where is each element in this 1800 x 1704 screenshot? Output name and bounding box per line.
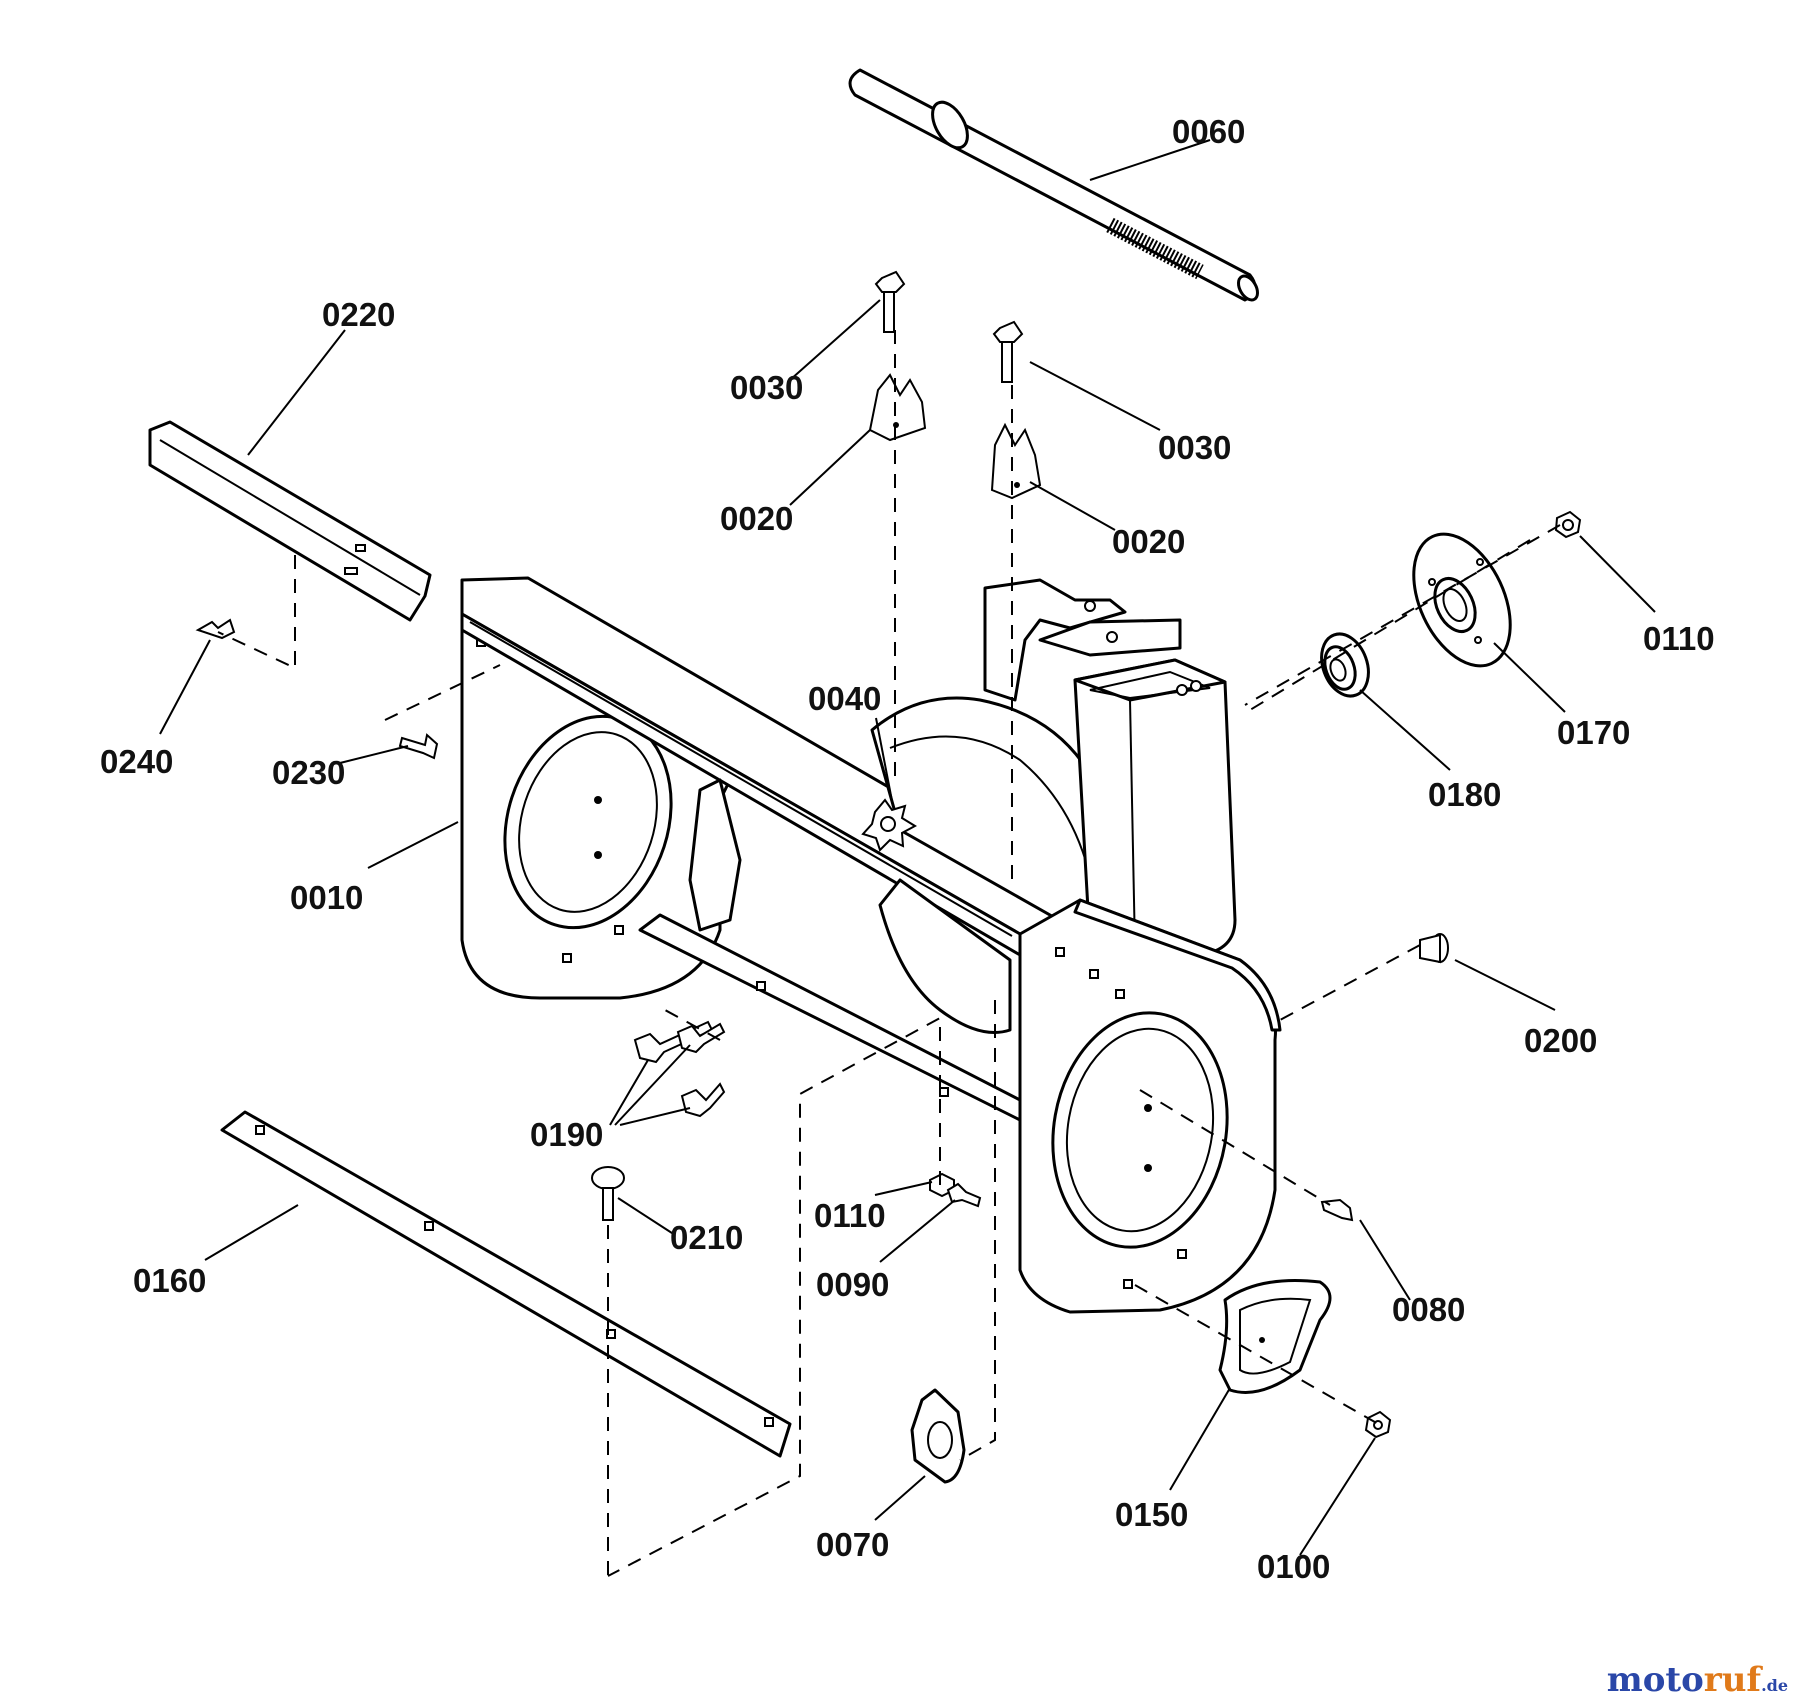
label-0220: 0220	[322, 296, 395, 333]
part-labels: 0060 0220 0030 0030 0020 0020 0110 0170 …	[100, 113, 1715, 1585]
label-0060: 0060	[1172, 113, 1245, 150]
chute-crank-shaft	[848, 68, 1259, 302]
label-0020-right: 0020	[1112, 523, 1185, 560]
label-0150: 0150	[1115, 1496, 1188, 1533]
skid-0070	[910, 1388, 966, 1484]
label-0110-top: 0110	[1643, 620, 1715, 657]
nut-0110-top	[1554, 510, 1582, 539]
auger-drum	[688, 696, 1132, 1034]
label-0170: 0170	[1557, 714, 1630, 751]
chute-base	[983, 578, 1237, 957]
label-0210: 0210	[670, 1219, 743, 1256]
assembly-lines	[217, 330, 1561, 1577]
carriage-bolt-0210	[591, 1166, 625, 1221]
label-0180: 0180	[1428, 776, 1501, 813]
label-0110-lower: 0110	[814, 1197, 886, 1234]
housing-bottom-edge	[638, 913, 1022, 1122]
bracket-0020-right	[990, 422, 1042, 500]
label-0030-right: 0030	[1158, 429, 1231, 466]
shoe-0150	[1218, 1279, 1332, 1394]
watermark-logo: motoruf.de	[1606, 1660, 1788, 1700]
top-channel-bar	[148, 420, 432, 622]
label-0040: 0040	[808, 680, 881, 717]
wing-screw-0240	[195, 618, 236, 640]
label-0070: 0070	[816, 1526, 889, 1563]
label-0010: 0010	[290, 879, 363, 916]
star-nut-0040	[861, 798, 918, 852]
label-0190: 0190	[530, 1116, 603, 1153]
label-0020-left: 0020	[720, 500, 793, 537]
housing-right-panel	[1018, 898, 1282, 1314]
scraper-bar-0160	[220, 1110, 792, 1458]
label-0090: 0090	[816, 1266, 889, 1303]
label-0200: 0200	[1524, 1022, 1597, 1059]
nut-0100	[1364, 1410, 1392, 1439]
label-0100: 0100	[1257, 1548, 1330, 1585]
label-0030-left: 0030	[730, 369, 803, 406]
bolt-0030-right	[992, 320, 1024, 383]
leader-lines	[159, 139, 1656, 1556]
label-0230: 0230	[272, 754, 345, 791]
plug-0200	[1419, 933, 1449, 964]
label-0160: 0160	[133, 1262, 206, 1299]
bracket-0020-left	[868, 373, 927, 442]
label-0240: 0240	[100, 743, 173, 780]
label-0080: 0080	[1392, 1291, 1465, 1328]
bearing-0180	[1320, 632, 1370, 698]
bolts-0190	[633, 1020, 726, 1118]
bolt-0030-left	[874, 270, 906, 333]
